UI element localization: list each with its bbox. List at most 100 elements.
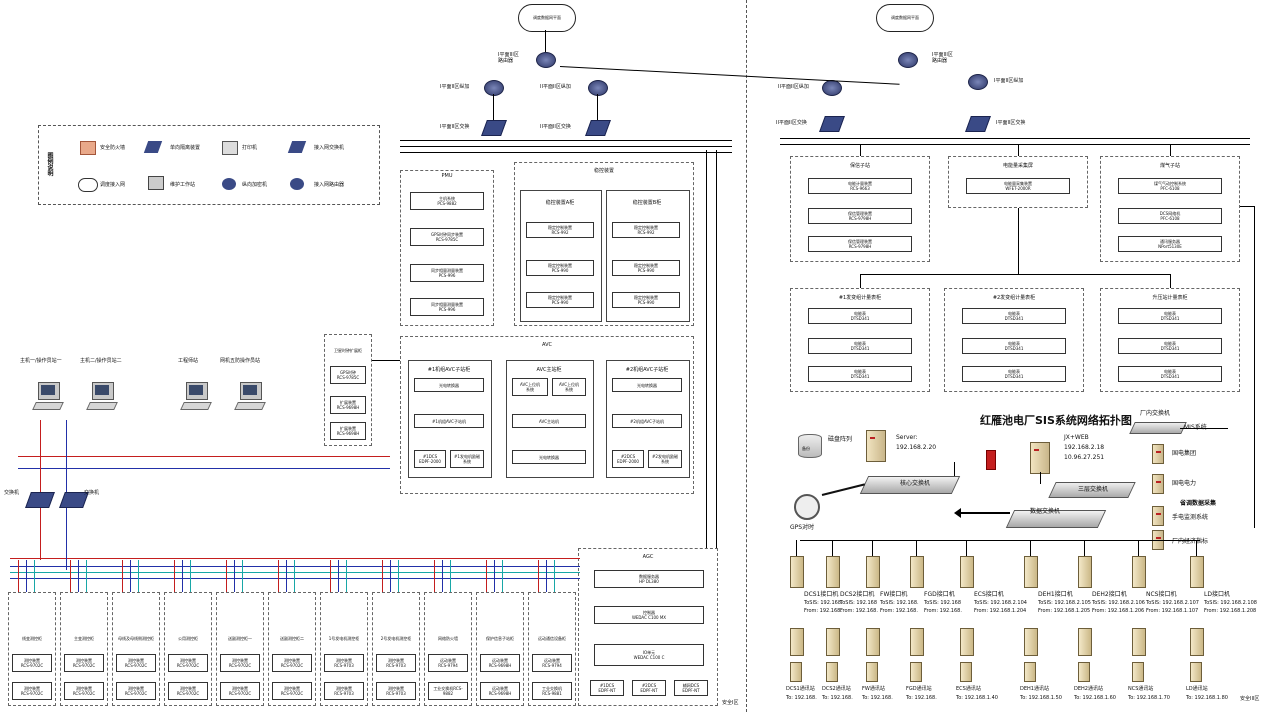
station-icon: [1024, 628, 1038, 656]
switch-icon: [819, 116, 845, 132]
right-cab-box: 电能计量装置 RCS-9663: [808, 178, 912, 194]
station-icon: [790, 662, 802, 682]
connection-line: [70, 560, 71, 592]
stability-panel: [514, 162, 694, 326]
stability-box-b: 稳定控制装置 RCS-992: [612, 222, 680, 238]
interface-label: ToSIS: 192.168.: [880, 600, 919, 606]
dispatch-cloud-left: 调度数据网平面: [518, 4, 576, 32]
agc-box: 数据服务器 HP DL380: [594, 570, 704, 588]
clock-box: GPS时钟 RCS-9785C: [330, 366, 366, 384]
clock-box: 扩展装置 RCS-9698H: [330, 396, 366, 414]
switch-icon: [585, 120, 611, 136]
interface-label: FGD接口机: [924, 591, 955, 598]
protection-device-box: 测控装置 RCS-9702C: [64, 682, 104, 700]
handheld-server-icon: [1152, 506, 1164, 526]
protection-cabinet-title: 线变测控柜: [22, 636, 42, 641]
protection-device-box: 测控装置 RCS-9702C: [220, 682, 260, 700]
connection-line: [1030, 540, 1031, 556]
connection-line: [86, 560, 87, 592]
server-icon: [866, 430, 886, 462]
stability-box-a: 稳定控制装置 PCS-990: [526, 292, 594, 308]
protection-cabinet: [528, 592, 576, 706]
connection-line: [796, 540, 797, 556]
right-cab-box: 通讯服务器 NPort5130E: [1118, 236, 1222, 252]
protection-device-box: 测控装置 RCS-9703: [376, 682, 416, 700]
interface-label: From: 192.168.1.205: [1038, 608, 1091, 614]
connection-line: [1196, 540, 1197, 556]
right-cab-title: #2发变组计量表柜: [992, 295, 1036, 301]
right-plane2-switch-label: II平面II区交换: [776, 120, 807, 126]
station-icon: [910, 662, 922, 682]
connection-line: [538, 560, 539, 592]
protection-device-box: 测控装置 RCS-9702C: [116, 654, 156, 672]
switch-label: 交换机: [4, 490, 20, 496]
protection-cabinet: [216, 592, 264, 706]
station-icon: [960, 628, 974, 656]
connection-line: [450, 560, 451, 592]
connection-line: [174, 560, 175, 592]
jx-web-server-icon: [1030, 442, 1050, 474]
legend-title: 图例说明: [46, 152, 53, 176]
right-cab-title: 升压站计量表柜: [1152, 295, 1188, 301]
station-icon: [866, 662, 878, 682]
avc-mid-title: AVC主站柜: [536, 367, 562, 373]
connection-line: [26, 560, 27, 592]
stability-title: 稳控装置: [593, 168, 615, 174]
avc-left-box: #1发电机励磁 系统: [450, 450, 484, 468]
right-cab-box: 电能量采集装置 WFET-2000R: [966, 178, 1070, 194]
interface-label: ToSIS: 192.168.2.106: [1092, 600, 1145, 606]
station-label: LD通讯站: [1186, 686, 1208, 692]
interface-machine-icon: [790, 556, 804, 588]
protection-device-box: 测控装置 RCS-9702C: [168, 682, 208, 700]
connection-line: [346, 560, 347, 592]
station-label: DEH1通讯站: [1020, 686, 1049, 692]
operator-label: 网机五防操作员站: [220, 358, 261, 364]
avc-mid-box: AVC主站机: [512, 414, 586, 428]
group-server-icon: [1152, 444, 1164, 464]
avc-right-box: #2发电机励磁 系统: [648, 450, 682, 468]
right-cab-box: 保信管理装置 RCS-9798H: [808, 208, 912, 224]
router-icon: [822, 80, 842, 96]
stability-cab-a: 稳控装置A柜: [545, 200, 575, 206]
protection-device-box: 远动装置 RCS-9698H: [480, 682, 520, 700]
server-ip: 192.168.2.20: [896, 444, 937, 451]
safety-zone-label: 安全III区: [1240, 696, 1260, 702]
agc-title: AGC: [642, 554, 654, 560]
protection-device-box: 测控装置 RCS-9702C: [64, 654, 104, 672]
interface-machine-icon: [826, 556, 840, 588]
interface-label: From: 192.168.: [804, 608, 842, 614]
station-icon: [1132, 662, 1144, 682]
station-label: To: 192.168.: [906, 695, 937, 701]
right-cab-box: 保信管理装置 RCS-9798H: [808, 236, 912, 252]
agc-panel: [578, 548, 718, 706]
connection-line: [226, 560, 227, 592]
right-cab-box: 煤气气动控制系统 PFC-6108: [1118, 178, 1222, 194]
operator-workstation-icon: [234, 382, 266, 412]
switch-icon: [481, 120, 507, 136]
protection-cabinet: [268, 592, 316, 706]
right-cab-top-2: [1100, 156, 1240, 262]
disk-array-label: 磁盘阵列: [828, 436, 853, 443]
connection-line: [138, 560, 139, 592]
connection-line: [122, 560, 123, 592]
left-plane2-switch-label: II平面II区交换: [540, 124, 571, 130]
operator-workstation-icon: [180, 382, 212, 412]
right-cab-mid-0: [790, 288, 930, 392]
group-a-label: 国电集团: [1172, 450, 1197, 457]
legend-item-access-switch: 接入网交换机: [314, 145, 345, 151]
zone-divider: [746, 0, 747, 712]
avc-title: AVC: [541, 342, 553, 348]
station-icon: [826, 628, 840, 656]
legend-item-firewall: 安全防火墙: [100, 145, 126, 151]
station-label: FW通讯站: [862, 686, 885, 692]
interface-label: NCS接口机: [1146, 591, 1177, 598]
protection-device-box: 远动装置 RCS-9698H: [480, 654, 520, 672]
protection-device-box: 测控装置 RCS-9702C: [116, 682, 156, 700]
connection-line: [190, 560, 191, 592]
access-router-icon: [290, 178, 304, 190]
clock-title: 卫星时钟扩展柜: [334, 348, 362, 353]
connection-line: [434, 560, 435, 592]
router-icon: [898, 52, 918, 68]
protection-device-box: 测控装置 RCS-9703: [376, 654, 416, 672]
factory-switch-label: 厂内交换机: [1140, 410, 1171, 417]
